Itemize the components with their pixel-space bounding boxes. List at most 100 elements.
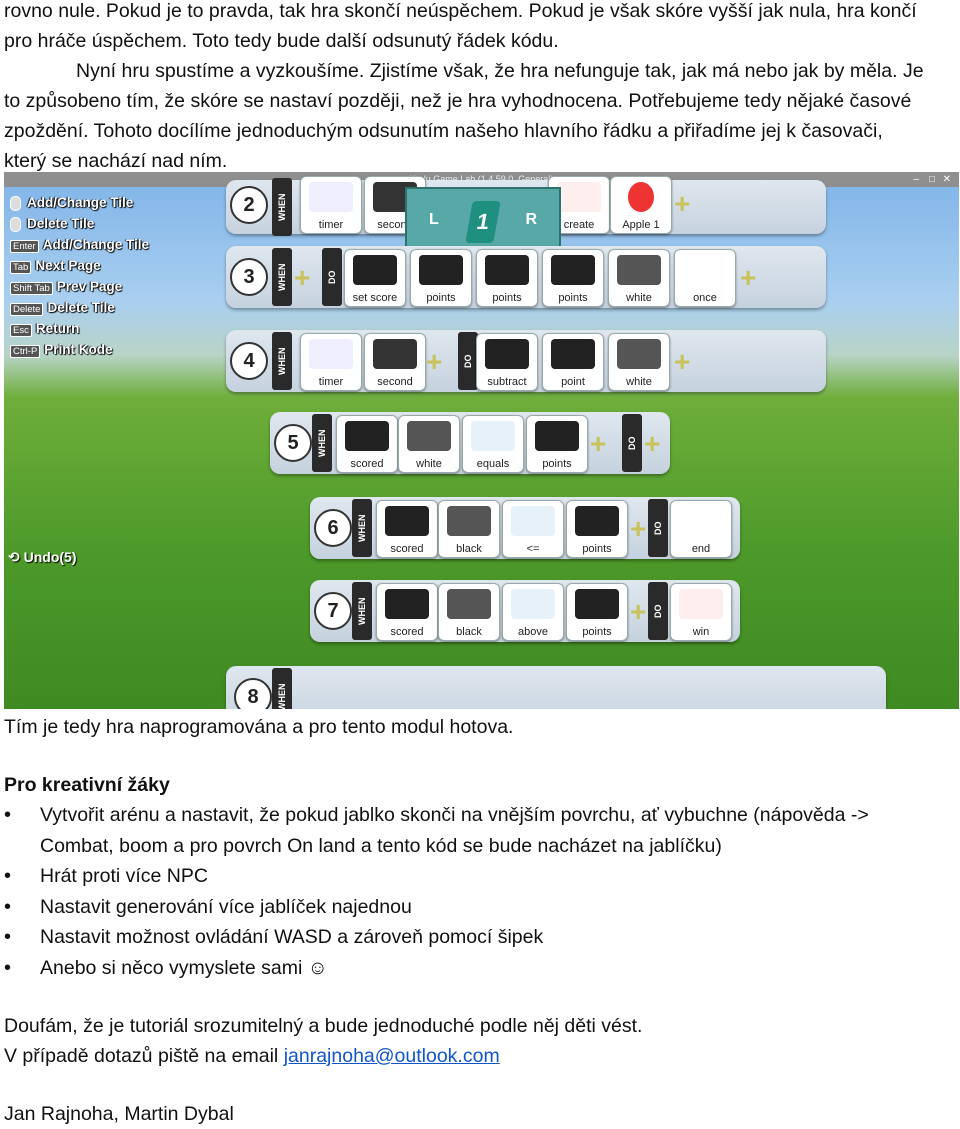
row-number: 8 bbox=[234, 678, 272, 709]
row-number: 7 bbox=[314, 592, 352, 630]
tile-end[interactable]: end bbox=[670, 500, 732, 558]
tile-equals[interactable]: equals bbox=[462, 415, 524, 473]
intro-line: pro hráče úspěchem. Toto tedy bude další… bbox=[4, 30, 559, 52]
add-tile-icon[interactable]: + bbox=[426, 346, 443, 377]
do-label: DO bbox=[458, 332, 478, 390]
do-label: DO bbox=[648, 499, 668, 557]
do-label: DO bbox=[622, 414, 642, 472]
row-number: 2 bbox=[230, 186, 268, 224]
add-tile-icon[interactable]: + bbox=[294, 262, 311, 293]
tile-once[interactable]: once bbox=[674, 249, 736, 307]
tile-points[interactable]: points bbox=[410, 249, 472, 307]
creative-heading: Pro kreativní žáky bbox=[4, 774, 170, 796]
creative-list: Vytvořit arénu a nastavit, že pokud jabl… bbox=[4, 800, 944, 983]
row-number: 5 bbox=[274, 424, 312, 462]
code-row[interactable]: 8 WHEN bbox=[226, 666, 886, 709]
code-row[interactable]: 4 WHEN timer second + DO subtract point … bbox=[226, 330, 826, 392]
mouse-right-icon bbox=[10, 216, 21, 232]
page-number: 1 bbox=[465, 201, 501, 243]
tile-white[interactable]: white bbox=[608, 249, 670, 307]
tile-points[interactable]: points bbox=[526, 415, 588, 473]
list-item: Nastavit možnost ovládání WASD a zároveň… bbox=[4, 922, 944, 953]
tile-points[interactable]: points bbox=[476, 249, 538, 307]
tile-win[interactable]: win bbox=[670, 583, 732, 641]
minimize-icon[interactable]: – bbox=[913, 174, 919, 185]
tile-points[interactable]: points bbox=[566, 500, 628, 558]
close-icon[interactable]: ✕ bbox=[942, 174, 951, 185]
tile-scored[interactable]: scored bbox=[376, 583, 438, 641]
intro-line: který se nachází nad ním. bbox=[4, 150, 228, 172]
tile-apple[interactable]: Apple 1 bbox=[610, 176, 672, 234]
tile-second[interactable]: second bbox=[364, 333, 426, 391]
intro-line: rovno nule. Pokud je to pravda, tak hra … bbox=[4, 0, 917, 22]
closing-line: Doufám, že je tutoriál srozumitelný a bu… bbox=[4, 1015, 643, 1037]
add-tile-icon[interactable]: + bbox=[674, 188, 691, 219]
tile-scored[interactable]: scored bbox=[376, 500, 438, 558]
add-tile-icon[interactable]: + bbox=[590, 428, 607, 459]
help-item: Delete Tile bbox=[10, 216, 94, 232]
intro-line: to způsobeno tím, že skóre se nastaví po… bbox=[4, 90, 912, 112]
add-tile-icon[interactable]: + bbox=[674, 346, 691, 377]
key-icon: Tab bbox=[10, 261, 32, 274]
code-row[interactable]: 6 WHEN scored black <= points + DO end bbox=[310, 497, 740, 559]
tile-black[interactable]: black bbox=[438, 583, 500, 641]
when-label: WHEN bbox=[352, 582, 372, 640]
when-label: WHEN bbox=[272, 248, 292, 306]
prev-page-button[interactable]: L bbox=[429, 211, 439, 228]
when-label: WHEN bbox=[272, 178, 292, 236]
add-tile-icon[interactable]: + bbox=[630, 596, 647, 627]
tile-timer[interactable]: timer bbox=[300, 176, 362, 234]
add-tile-icon[interactable]: + bbox=[644, 428, 661, 459]
tile-white[interactable]: white bbox=[398, 415, 460, 473]
code-row[interactable]: 3 WHEN + DO set score points points poin… bbox=[226, 246, 826, 308]
tile-less-equal[interactable]: <= bbox=[502, 500, 564, 558]
add-tile-icon[interactable]: + bbox=[740, 262, 757, 293]
tile-scored[interactable]: scored bbox=[336, 415, 398, 473]
intro-line: zpoždění. Tohoto docílíme jednoduchým od… bbox=[4, 120, 883, 142]
when-label: WHEN bbox=[312, 414, 332, 472]
row-number: 3 bbox=[230, 258, 268, 296]
list-item: Anebo si něco vymyslete sami ☺ bbox=[4, 953, 944, 984]
list-item: Nastavit generování více jablíček najedn… bbox=[4, 892, 944, 923]
list-item: Vytvořit arénu a nastavit, že pokud jabl… bbox=[4, 800, 944, 861]
intro-paragraph: rovno nule. Pokud je to pravda, tak hra … bbox=[4, 0, 954, 176]
next-page-button[interactable]: R bbox=[525, 211, 537, 228]
key-icon: Ctrl-P bbox=[10, 345, 41, 358]
do-label: DO bbox=[648, 582, 668, 640]
window-title: Kodu Game Lab (1.4.59.0, General) bbox=[409, 174, 554, 184]
code-row[interactable]: 5 WHEN scored white equals points + DO + bbox=[270, 412, 670, 474]
code-row[interactable]: 7 WHEN scored black above points + DO wi… bbox=[310, 580, 740, 642]
tile-timer[interactable]: timer bbox=[300, 333, 362, 391]
tile-white[interactable]: white bbox=[608, 333, 670, 391]
tile-points[interactable]: points bbox=[542, 249, 604, 307]
tile-points[interactable]: points bbox=[566, 583, 628, 641]
tile-black[interactable]: black bbox=[438, 500, 500, 558]
when-label: WHEN bbox=[272, 668, 292, 709]
tile-above[interactable]: above bbox=[502, 583, 564, 641]
help-item: Add/Change Tile bbox=[10, 195, 133, 211]
conclusion-text: Tím je tedy hra naprogramována a pro ten… bbox=[4, 716, 514, 738]
maximize-icon[interactable]: □ bbox=[928, 174, 935, 185]
tile-set-score[interactable]: set score bbox=[344, 249, 406, 307]
list-item: Hrát proti více NPC bbox=[4, 861, 944, 892]
tile-subtract[interactable]: subtract bbox=[476, 333, 538, 391]
do-label: DO bbox=[322, 248, 342, 306]
when-label: WHEN bbox=[272, 332, 292, 390]
email-link[interactable]: janrajnoha@outlook.com bbox=[283, 1045, 500, 1067]
key-icon: Delete bbox=[10, 303, 44, 316]
tile-point[interactable]: point bbox=[542, 333, 604, 391]
kodu-screenshot: Kodu Game Lab (1.4.59.0, General) – □ ✕ … bbox=[4, 172, 959, 709]
contact-line: V případě dotazů piště na email janrajno… bbox=[4, 1045, 500, 1067]
key-icon: Esc bbox=[10, 324, 32, 337]
undo-button[interactable]: ⟲ Undo(5) bbox=[8, 549, 77, 565]
row-number: 6 bbox=[314, 509, 352, 547]
add-tile-icon[interactable]: + bbox=[630, 513, 647, 544]
key-icon: Enter bbox=[10, 240, 39, 253]
intro-line: Nyní hru spustíme a vyzkoušíme. Zjistíme… bbox=[76, 60, 924, 82]
row-number: 4 bbox=[230, 342, 268, 380]
